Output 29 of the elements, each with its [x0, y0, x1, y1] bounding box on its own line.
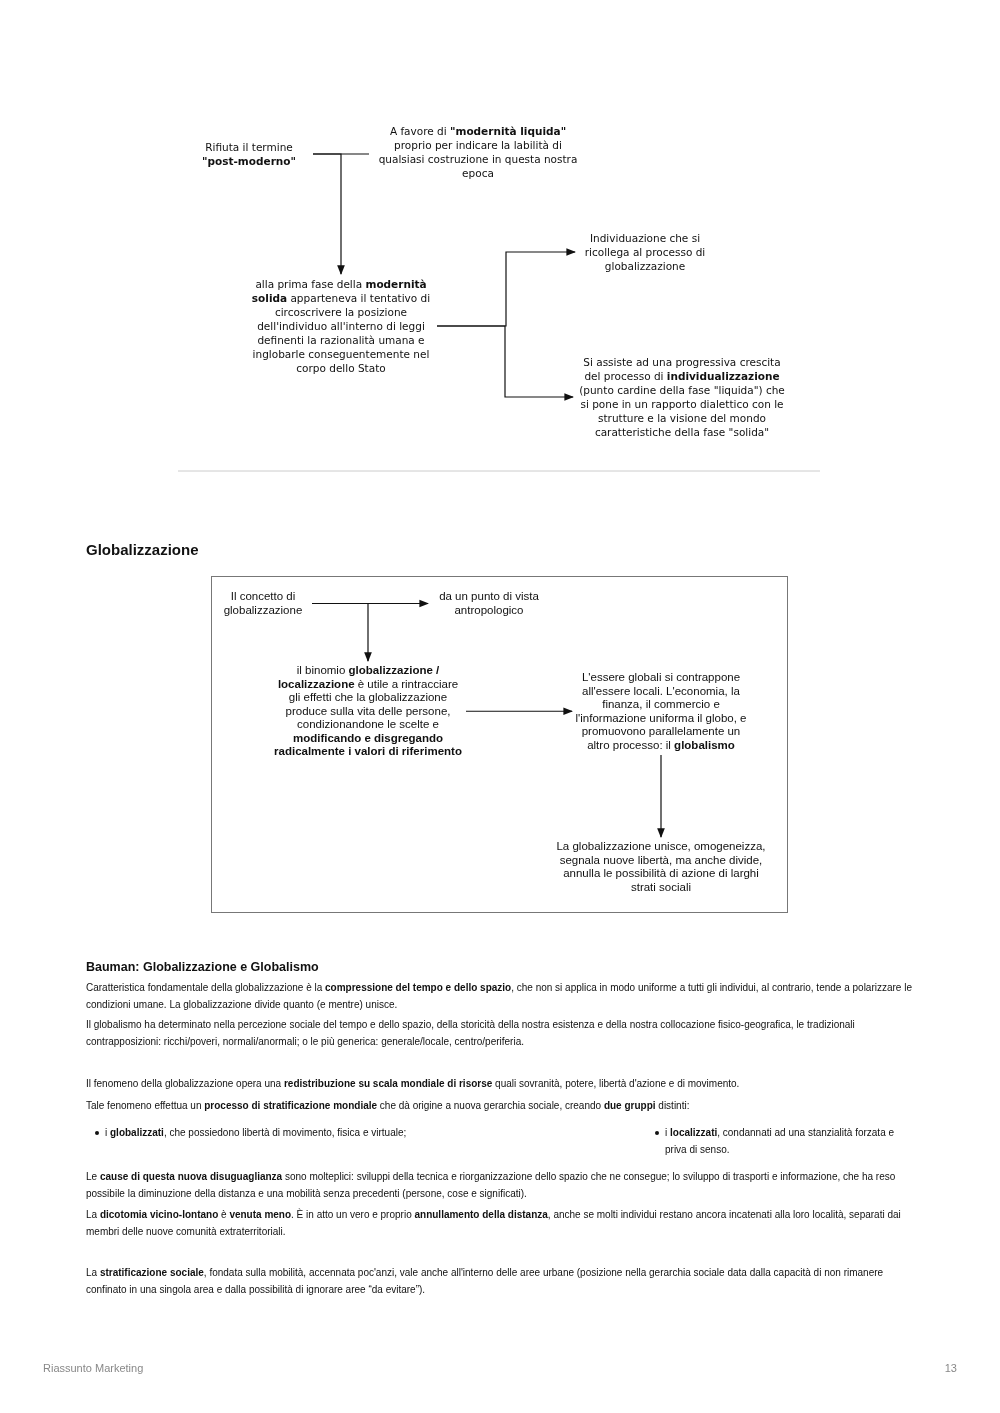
- paragraph: Il globalismo ha determinato nella percezione sociale del tempo e dello spazio, della storicità della nostra esistenza e della nostra collocazione fisico-geografica, le tradizionali contrapposizioni: ricchi/poveri, normali/anormali; o le più generica: generale/locale, centro/periferia.: [86, 1018, 856, 1049]
- paragraph: Tale fenomeno effettua un processo di stratificazione mondiale che dà origine a nuova gerarchia sociale, creando due gruppi distinti:: [86, 1099, 691, 1113]
- concept-text: Il concetto di globalizzazione: [217, 590, 309, 617]
- concept-text: Individuazione che si ricollega al processo di globalizzazione: [578, 231, 712, 273]
- concept-text: alla prima fase della modernità solida apparteneva il tentativo di circoscrivere la posizione dell'individuo all'interno di leggi definenti la razionalità umana e inglobarle conseguentemente nel corpo dello Stato: [248, 277, 434, 375]
- concept-text: il binomio globalizzazione / localizzazione è utile a rintracciare gli effetti che la globalizzazione produce sulla vita delle persone, condizionandone le scelte e modificando e disgregando radicalmente i valori di riferimento: [273, 664, 463, 759]
- arrow: [311, 602, 372, 662]
- concept-text: A favore di "modernità liquida" proprio per indicare la labilità di qualsiasi costruzione in questa nostra epoca: [372, 124, 584, 180]
- page-number: 13: [943, 1361, 957, 1376]
- concept-text: L'essere globali si contrappone all'essere locali. L'economia, la finanza, il commercio e l'informazione uniforma il globo, e promuovono parallelamente un altro processo: il globalismo: [575, 671, 747, 752]
- arrow: [465, 707, 573, 716]
- paragraph: Il fenomeno della globalizzazione opera una redistribuzione su scala mondiale di risorse quali sovranità, potere, libertà d'azione e di movimento.: [86, 1077, 741, 1091]
- concept-text: Rifiuta il termine "post-moderno": [188, 140, 310, 168]
- concept-text: Si assiste ad una progressiva crescita del processo di individualizzazione (punto cardine della fase "liquida") che si pone in un rapporto dialettico con le strutture e la visione del mondo caratteristiche della fase "solida": [576, 355, 788, 439]
- arrow: [312, 153, 345, 275]
- arrow: [657, 754, 665, 838]
- paragraph: La stratificazione sociale, fondata sulla mobilità, accennata poc'anzi, vale anche all'interno delle aree urbane (posizione nella gerarchia sociale data dalla capacità di non rimanere confinato in una singola area e dalla possibilità di ignorare aree “da evitare”).: [86, 1266, 885, 1297]
- section-heading: Globalizzazione: [86, 541, 200, 559]
- paragraph: Caratteristica fondamentale della globalizzazione è la compressione del tempo e dello spazio, che non si applica in modo uniforme a tutti gli individui, al contrario, tende a polarizzare le condizioni umane. La globalizzazione divide quanto (e mentre) unisce.: [86, 981, 913, 1012]
- paragraph: Le cause di questa nuova disuguaglianza sono molteplici: sviluppi della tecnica e riorganizzazione dello spazio che ne consegue; lo sviluppo di trasporti e informazione, che ha reso possibile la diminuzione della distanza e una mobilità senza precedenti (persone, cose e significati).: [86, 1170, 897, 1201]
- concept-text: da un punto di vista antropologico: [431, 590, 547, 617]
- footer-text: Riassunto Marketing: [43, 1361, 145, 1376]
- paragraph: La dicotomia vicino-lontano è venuta meno. È in atto un vero e proprio annullamento della distanza, anche se molti individui restano ancora incatenati alla loro località, separati dai membri delle nuove comunità extraterritoriali.: [86, 1207, 902, 1239]
- concept-text: La globalizzazione unisce, omogeneizza, segnala nuove libertà, ma anche divide, annulla le possibilità di azione di larghi strati sociali: [551, 840, 771, 894]
- list-item: i localizzati, condannati ad una stanzialità forzata e priva di senso.: [665, 1126, 896, 1157]
- arrow: [436, 325, 574, 401]
- subsection-heading: Bauman: Globalizzazione e Globalismo: [86, 959, 320, 975]
- diagram-frame: [211, 576, 788, 913]
- list-item: i globalizzati, che possiedono libertà di movimento, fisica e virtuale;: [105, 1126, 408, 1140]
